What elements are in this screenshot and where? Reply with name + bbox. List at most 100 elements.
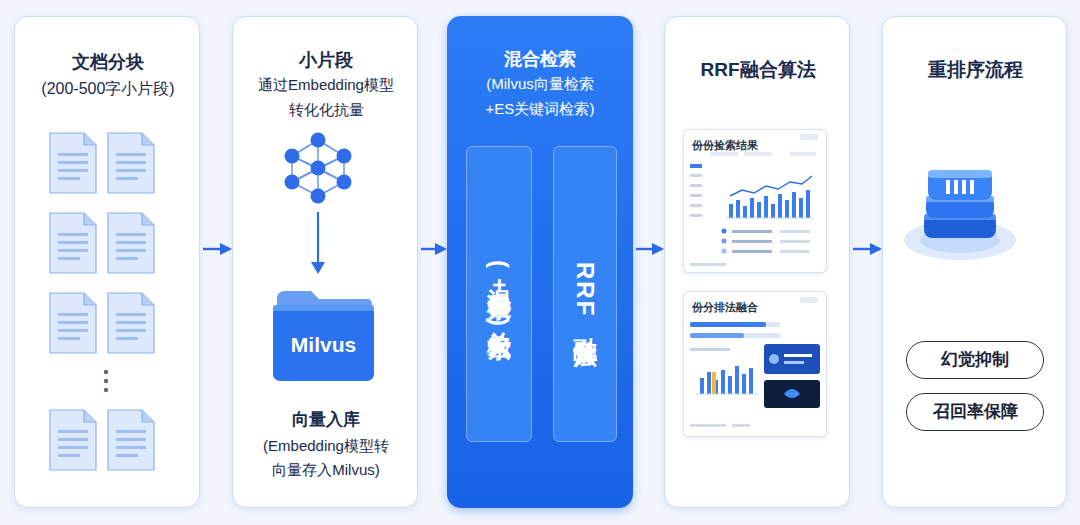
neural-net-icon-part xyxy=(318,182,344,196)
document-stack-part xyxy=(108,213,154,273)
down-arrow xyxy=(311,212,325,274)
node-heading: 小片段 xyxy=(236,47,416,73)
server-icon-part xyxy=(928,170,992,178)
neural-net-icon-part xyxy=(292,182,318,196)
neural-net-icon-part-part xyxy=(285,149,300,164)
results-screenshot-part xyxy=(690,164,702,168)
document-stack-part xyxy=(104,388,108,392)
neural-net-icon-part xyxy=(292,156,318,168)
milvus-folder: Milvus xyxy=(273,289,374,381)
fusion-screenshot-part-part xyxy=(721,370,725,394)
results-screenshot-part xyxy=(732,230,772,233)
results-screenshot-part xyxy=(690,194,702,197)
server-icon-part xyxy=(926,196,994,202)
results-screenshot-part xyxy=(710,152,738,156)
results-screenshot-part xyxy=(790,152,816,156)
fusion-screenshot-part-part xyxy=(742,374,746,394)
vertical-box: (混合检索+S关检索) xyxy=(466,146,532,442)
results-screenshot-part xyxy=(690,263,726,266)
node-heading: 重排序流程 xyxy=(886,57,1066,83)
neural-net-icon-part xyxy=(292,156,344,182)
neural-net-icon-part xyxy=(292,168,318,182)
result-card: 份分排法融合 xyxy=(683,291,827,437)
neural-net-icon-part-part xyxy=(311,161,326,176)
fusion-screenshot-part-part xyxy=(735,366,739,394)
server-icon-part xyxy=(924,214,996,238)
neural-net-icon-part xyxy=(292,156,344,182)
fusion-screenshot-part-part xyxy=(728,376,732,394)
fusion-screenshot-part xyxy=(690,333,744,338)
node-heading: RRF融合算法 xyxy=(668,57,848,83)
flow-arrow xyxy=(636,248,662,250)
server-icon xyxy=(904,170,1016,260)
node-heading: 召回率保障 xyxy=(907,394,1043,430)
document-stack-part xyxy=(50,293,96,353)
tag-pill: 幻觉抑制 xyxy=(906,341,1044,379)
results-screenshot-part xyxy=(800,134,818,140)
fusion-screenshot-part xyxy=(732,424,750,427)
stage-panel: RRF融合算法份份捡索结果份分排法融合 xyxy=(664,16,850,508)
document-stack-part xyxy=(108,293,154,353)
results-screenshot-part-part xyxy=(764,196,768,218)
fusion-screenshot-part-part xyxy=(707,372,711,394)
results-screenshot-part xyxy=(744,152,772,156)
node-heading: 文档分块 xyxy=(18,49,198,75)
node-text: 通过Embedding模型 转化化抗量 xyxy=(236,72,416,122)
node-text: (Embedding模型转 向量存入Milvus) xyxy=(236,434,416,482)
fusion-screenshot-part xyxy=(696,394,758,395)
fusion-screenshot-part xyxy=(690,424,726,427)
folder-edge xyxy=(273,305,374,311)
server-icon-part xyxy=(928,170,992,200)
results-screenshot-part xyxy=(729,190,810,218)
server-icon-part xyxy=(946,180,950,194)
fusion-screenshot xyxy=(690,297,820,427)
flow-arrow xyxy=(853,248,880,250)
neural-net-icon-part xyxy=(343,156,345,182)
document-stack-part xyxy=(50,410,96,470)
results-screenshot-part xyxy=(690,184,702,187)
neural-net-icon-part xyxy=(292,140,318,156)
results-screenshot-part-part xyxy=(785,200,789,218)
document-stack-part xyxy=(50,133,96,193)
neural-net-icon-part xyxy=(318,140,344,156)
results-screenshot-part xyxy=(726,218,814,219)
fusion-screenshot-part-part xyxy=(749,368,753,394)
node-heading: 幻觉抑制 xyxy=(907,342,1043,378)
results-screenshot xyxy=(690,134,818,266)
tag-pill: 召回率保障 xyxy=(906,393,1044,431)
server-icon-part xyxy=(926,196,994,218)
hybrid-panel: 混合检索(Milvus向量检索 +ES关键词检索)(混合检索+S关检索)RRF融… xyxy=(447,16,633,508)
neural-net-icon-part-part xyxy=(337,149,352,164)
results-screenshot-part xyxy=(780,250,810,253)
results-screenshot-part-part xyxy=(729,204,733,218)
server-icon-part xyxy=(970,180,974,194)
fusion-screenshot-part-part xyxy=(700,378,704,394)
results-screenshot-part-part xyxy=(778,194,782,218)
fusion-screenshot-part xyxy=(690,333,780,338)
server-icon-part xyxy=(920,227,1000,253)
neural-net-icon-part-part xyxy=(311,133,326,148)
result-card: 份份捡索结果 xyxy=(683,129,827,273)
fusion-screenshot-part xyxy=(690,322,780,327)
down-arrow-part xyxy=(317,212,319,264)
neural-net-icon-part xyxy=(317,168,319,196)
results-screenshot-part xyxy=(780,240,810,243)
neural-net-icon-part xyxy=(285,133,352,204)
document-stack-part xyxy=(104,379,108,383)
results-screenshot-part xyxy=(722,229,727,234)
fusion-screenshot-part xyxy=(700,366,753,394)
results-screenshot-part xyxy=(732,240,772,243)
flow-arrow xyxy=(203,248,230,250)
neural-net-icon-part xyxy=(317,140,319,168)
results-screenshot-part xyxy=(732,250,772,253)
node-heading: (混合检索+S关检索) xyxy=(467,147,531,441)
document-stack-part xyxy=(50,213,96,273)
results-screenshot-part xyxy=(780,230,810,233)
results-screenshot-part xyxy=(722,239,727,244)
fusion-screenshot-part xyxy=(784,361,804,364)
node-text: (Milvus向量检索 +ES关键词检索) xyxy=(450,71,630,121)
fusion-screenshot-part xyxy=(764,344,820,374)
